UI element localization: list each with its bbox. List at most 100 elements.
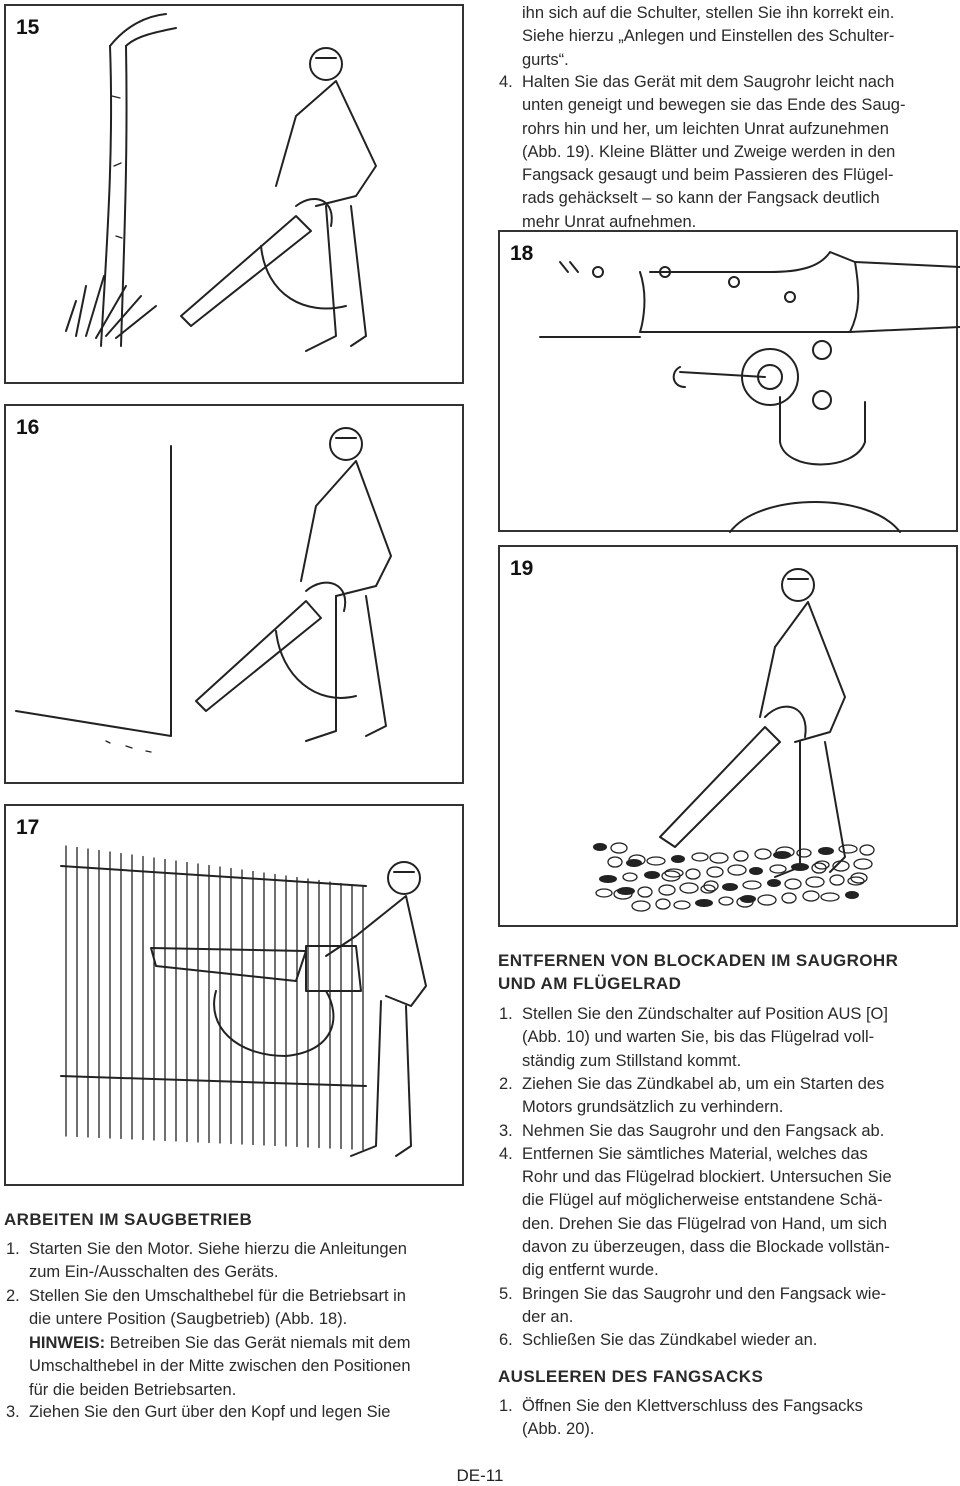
leaf xyxy=(644,871,660,879)
continued-paragraph: ihn sich auf die Schulter, stellen Sie i… xyxy=(522,2,894,72)
text-line: rohrs hin und her, um leichten Unrat auf… xyxy=(522,119,889,138)
text-line: ihn sich auf die Schulter, stellen Sie i… xyxy=(522,4,895,22)
figure-19: 19 xyxy=(498,545,958,927)
text-line: den. Drehen Sie das Flügelrad von Hand, … xyxy=(522,1214,888,1233)
text-line: Schließen Sie das Zündkabel wieder an. xyxy=(522,1331,818,1350)
leaf xyxy=(781,892,797,904)
figure-15-illustration xyxy=(65,13,377,352)
text-line: gurts“. xyxy=(522,50,569,69)
leaf xyxy=(769,864,787,874)
note-first-line: HINWEIS: Betreiben Sie das Gerät niemals… xyxy=(29,1332,411,1355)
leaf xyxy=(709,852,729,864)
leaf xyxy=(838,844,858,854)
leaf xyxy=(802,890,820,902)
leaf xyxy=(757,894,777,906)
text-line: Starten Sie den Motor. Siehe hierzu die … xyxy=(29,1240,407,1258)
leaf xyxy=(733,850,749,862)
text-line: die Flügel auf möglicherweise entstanden… xyxy=(522,1191,883,1210)
note-label: HINWEIS: xyxy=(29,1334,106,1352)
leaf xyxy=(695,899,713,907)
leaf xyxy=(754,848,772,860)
text-line: rads gehäckselt – so kann der Fangsack d… xyxy=(522,189,880,208)
figure-number: 18 xyxy=(510,242,534,265)
text-line: (Abb. 20). xyxy=(522,1420,595,1439)
page-number: DE-11 xyxy=(456,1466,504,1485)
text-line: der an. xyxy=(522,1307,574,1326)
list-number: 2. xyxy=(6,1287,20,1305)
list-number: 1. xyxy=(499,1005,513,1023)
text-line: (Abb. 19). Kleine Blätter und Zweige wer… xyxy=(522,142,896,161)
list-number: 3. xyxy=(499,1121,513,1140)
leaf xyxy=(749,867,763,875)
leaf xyxy=(784,878,802,890)
figure-18: 18 xyxy=(498,230,960,533)
list-number: 4. xyxy=(499,1144,513,1163)
leaf xyxy=(742,880,762,890)
leaf xyxy=(847,876,865,886)
text-line: Ziehen Sie den Gurt über den Kopf und le… xyxy=(29,1403,391,1421)
leaf xyxy=(646,856,666,866)
text-line: Bringen Sie das Saugrohr und den Fangsac… xyxy=(522,1284,887,1303)
leaf xyxy=(736,896,754,908)
leaf xyxy=(832,860,850,872)
text-line: zum Ein-/Ausschalten des Geräts. xyxy=(29,1263,279,1282)
section-heading-suction: ARBEITEN IM SAUGBETRIEB xyxy=(4,1210,253,1229)
list-number: 5. xyxy=(499,1284,513,1303)
leaf xyxy=(805,876,825,888)
leaf xyxy=(859,844,875,856)
list-number: 4. xyxy=(499,73,513,91)
leaf xyxy=(658,884,676,896)
figure-17-illustration xyxy=(60,845,427,1157)
text-line: Öffnen Sie den Klettverschluss des Fangs… xyxy=(522,1397,863,1415)
leaf xyxy=(718,896,734,906)
figure-number: 19 xyxy=(510,557,534,580)
fence-rail xyxy=(60,865,367,887)
text-line: Motors grundsätzlich zu verhindern. xyxy=(522,1098,784,1117)
section-heading-blockade: ENTFERNEN VON BLOCKADEN IM SAUGROHR UND … xyxy=(498,949,898,995)
text-line: für die beiden Betriebsarten. xyxy=(29,1380,237,1399)
text-line: Halten Sie das Gerät mit dem Saugrohr le… xyxy=(522,73,895,91)
leaf xyxy=(722,883,738,891)
leaf xyxy=(593,843,607,851)
list-number: 2. xyxy=(499,1074,513,1093)
list-number: 6. xyxy=(499,1331,513,1350)
heading-line: ENTFERNEN VON BLOCKADEN IM SAUGROHR xyxy=(498,951,899,970)
leaf xyxy=(820,892,840,902)
text-line: Stellen Sie den Zündschalter auf Positio… xyxy=(522,1005,888,1023)
figure-18-illustration xyxy=(539,251,960,533)
leaf xyxy=(679,882,699,894)
section-heading-empty-bag: AUSLEEREN DES FANGSACKS xyxy=(498,1367,764,1386)
fence-rail xyxy=(60,1075,367,1087)
text-line: Umschalthebel in der Mitte zwischen den … xyxy=(29,1357,411,1376)
leaf xyxy=(706,866,724,878)
text-line: dig entfernt wurde. xyxy=(522,1261,659,1280)
leaf xyxy=(610,842,628,854)
text-line: Siehe hierzu „Anlegen und Einstellen des… xyxy=(522,27,895,46)
leaf xyxy=(814,860,830,870)
leaf xyxy=(631,900,651,912)
figure-15: 15 xyxy=(4,4,464,384)
leaf xyxy=(599,875,617,883)
leaf xyxy=(613,888,633,900)
leaf xyxy=(767,879,781,887)
leaf xyxy=(853,858,873,870)
leaf xyxy=(637,886,653,898)
leaf xyxy=(622,872,638,882)
text-line: Ziehen Sie das Zündkabel ab, um ein Star… xyxy=(522,1074,885,1093)
figure-16-illustration xyxy=(15,427,392,753)
leaf xyxy=(671,855,685,863)
list-number: 3. xyxy=(6,1403,20,1421)
figure-number: 16 xyxy=(16,416,40,439)
leaf xyxy=(655,898,671,910)
text-line: Stellen Sie den Umschalthebel für die Be… xyxy=(29,1287,406,1305)
figure-16: 16 xyxy=(4,404,464,784)
text-line: Nehmen Sie das Saugrohr und den Fangsack… xyxy=(522,1121,885,1140)
text-line: die untere Position (Saugbetrieb) (Abb. … xyxy=(29,1310,348,1329)
leaf xyxy=(661,870,681,882)
text-line: Fangsack gesaugt und beim Passieren des … xyxy=(522,166,894,185)
figure-number: 17 xyxy=(16,816,40,839)
leaf xyxy=(673,900,691,910)
text-line: ständig zum Stillstand kommt. xyxy=(522,1051,742,1070)
leaf xyxy=(818,847,834,855)
figure-19-illustration xyxy=(593,568,875,912)
